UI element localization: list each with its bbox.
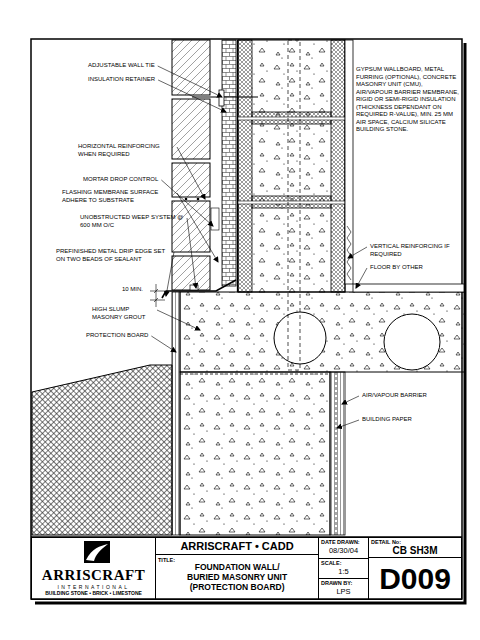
title-block-text: INTERNATIONAL bbox=[57, 584, 129, 590]
wall-tie bbox=[192, 96, 258, 97]
dimension bbox=[150, 284, 165, 307]
callout-label: HORIZONTAL REINFORCING WHEN REQUIRED bbox=[78, 143, 174, 158]
callout-label: MORTAR DROP CONTROL bbox=[83, 176, 158, 184]
title-block-text: BUILDING STONE • BRICK • LIMESTONE bbox=[45, 590, 142, 596]
weep bbox=[190, 285, 198, 290]
protection-board bbox=[172, 292, 180, 535]
title-block-text: DRAWN BY: bbox=[321, 580, 366, 586]
callout-label: 10 MIN. bbox=[122, 286, 143, 294]
callout-label: FLOOR BY OTHER bbox=[370, 264, 423, 272]
title-block-text: 1:5 bbox=[321, 567, 366, 576]
insulation bbox=[222, 40, 236, 286]
title-block-text: DATE DRAWN: bbox=[321, 539, 366, 545]
leader-line bbox=[187, 218, 196, 288]
title-block-cell: DATE DRAWN:08/30/04 bbox=[318, 537, 369, 559]
leader-line bbox=[342, 396, 359, 404]
barrier-strip bbox=[330, 372, 345, 535]
title-block-cell: SCALE:1:5 bbox=[318, 558, 369, 579]
leader-line bbox=[151, 336, 176, 352]
leader-line bbox=[157, 310, 200, 330]
leader-line bbox=[356, 268, 367, 288]
leader-line bbox=[177, 147, 205, 199]
callout-label: FLASHING MEMBRANE SURFACE ADHERE TO SUBS… bbox=[62, 189, 174, 204]
leader-line bbox=[166, 252, 174, 296]
gypsum-board bbox=[345, 40, 353, 284]
callout-label: PROTECTION BOARD bbox=[86, 332, 148, 340]
soil bbox=[32, 365, 172, 535]
leader-line bbox=[158, 66, 222, 97]
title-block-text: FOUNDATION WALL/ BURIED MASONRY UNIT (PR… bbox=[181, 562, 293, 592]
callout-label: GYPSUM WALLBOARD, METAL FURRING (OPTIONA… bbox=[356, 66, 459, 134]
title-block-cell: D009 bbox=[368, 557, 462, 600]
leader-line bbox=[337, 420, 359, 428]
title-block-cell: ARRISCRAFTINTERNATIONALBUILDING STONE • … bbox=[31, 537, 156, 600]
title-block-text: CB SH3M bbox=[371, 545, 459, 556]
callout-label: AIR/VAPOUR BARRIER bbox=[362, 392, 427, 400]
callout-label: ADJUSTABLE WALL TIE bbox=[88, 62, 155, 70]
title-block-cell: DETAIL No:CB SH3M bbox=[368, 537, 462, 558]
cmu-wall bbox=[238, 40, 345, 292]
callout-label: HIGH SLUMP MASONRY GROUT bbox=[92, 306, 154, 321]
title-block-text: SCALE: bbox=[321, 560, 366, 566]
callout-label: BUILDING PAPER bbox=[362, 416, 412, 424]
title-block-text: ARRISCRAFT bbox=[42, 567, 145, 584]
leader-line bbox=[158, 80, 226, 112]
leader-line bbox=[348, 247, 367, 258]
title-block-text: ARRISCRAFT • CADD bbox=[180, 540, 293, 552]
insulation-retainer bbox=[219, 90, 224, 106]
title-block-text: TITLE: bbox=[158, 557, 175, 563]
title-block-cell: DRAWN BY:LPS bbox=[318, 578, 369, 600]
joint-reinforcing bbox=[185, 198, 188, 201]
stone-veneer bbox=[172, 40, 210, 290]
vertical-rebar bbox=[288, 40, 300, 370]
mortar-drop-control bbox=[211, 208, 219, 230]
furring-hatch bbox=[347, 226, 351, 280]
callout-label: UNOBSTRUCTED WEEP SYSTEM @ 600 MM O/C bbox=[80, 214, 184, 229]
title-block-text: 08/30/04 bbox=[321, 546, 366, 555]
title-block-cell: TITLE: FOUNDATION WALL/ BURIED MASONRY UN… bbox=[155, 554, 319, 600]
callout-label: INSULATION RETAINER bbox=[88, 76, 155, 84]
floor-slab bbox=[180, 292, 465, 372]
callout-label: VERTICAL REINFORCING IF REQUIRED bbox=[370, 243, 456, 258]
title-block-text: D009 bbox=[379, 564, 451, 594]
title-block-text: LPS bbox=[321, 587, 366, 596]
callout-label: PREFINISHED METAL DRIP EDGE SET ON TWO B… bbox=[56, 248, 171, 263]
title-block-cell: ARRISCRAFT • CADD bbox=[155, 537, 319, 555]
title-block-text: DETAIL No: bbox=[371, 539, 459, 545]
flashing bbox=[162, 280, 236, 298]
leader-line bbox=[177, 193, 218, 262]
logo-icon bbox=[84, 541, 110, 563]
floor-finish bbox=[353, 284, 464, 292]
foundation-wall bbox=[180, 372, 330, 535]
